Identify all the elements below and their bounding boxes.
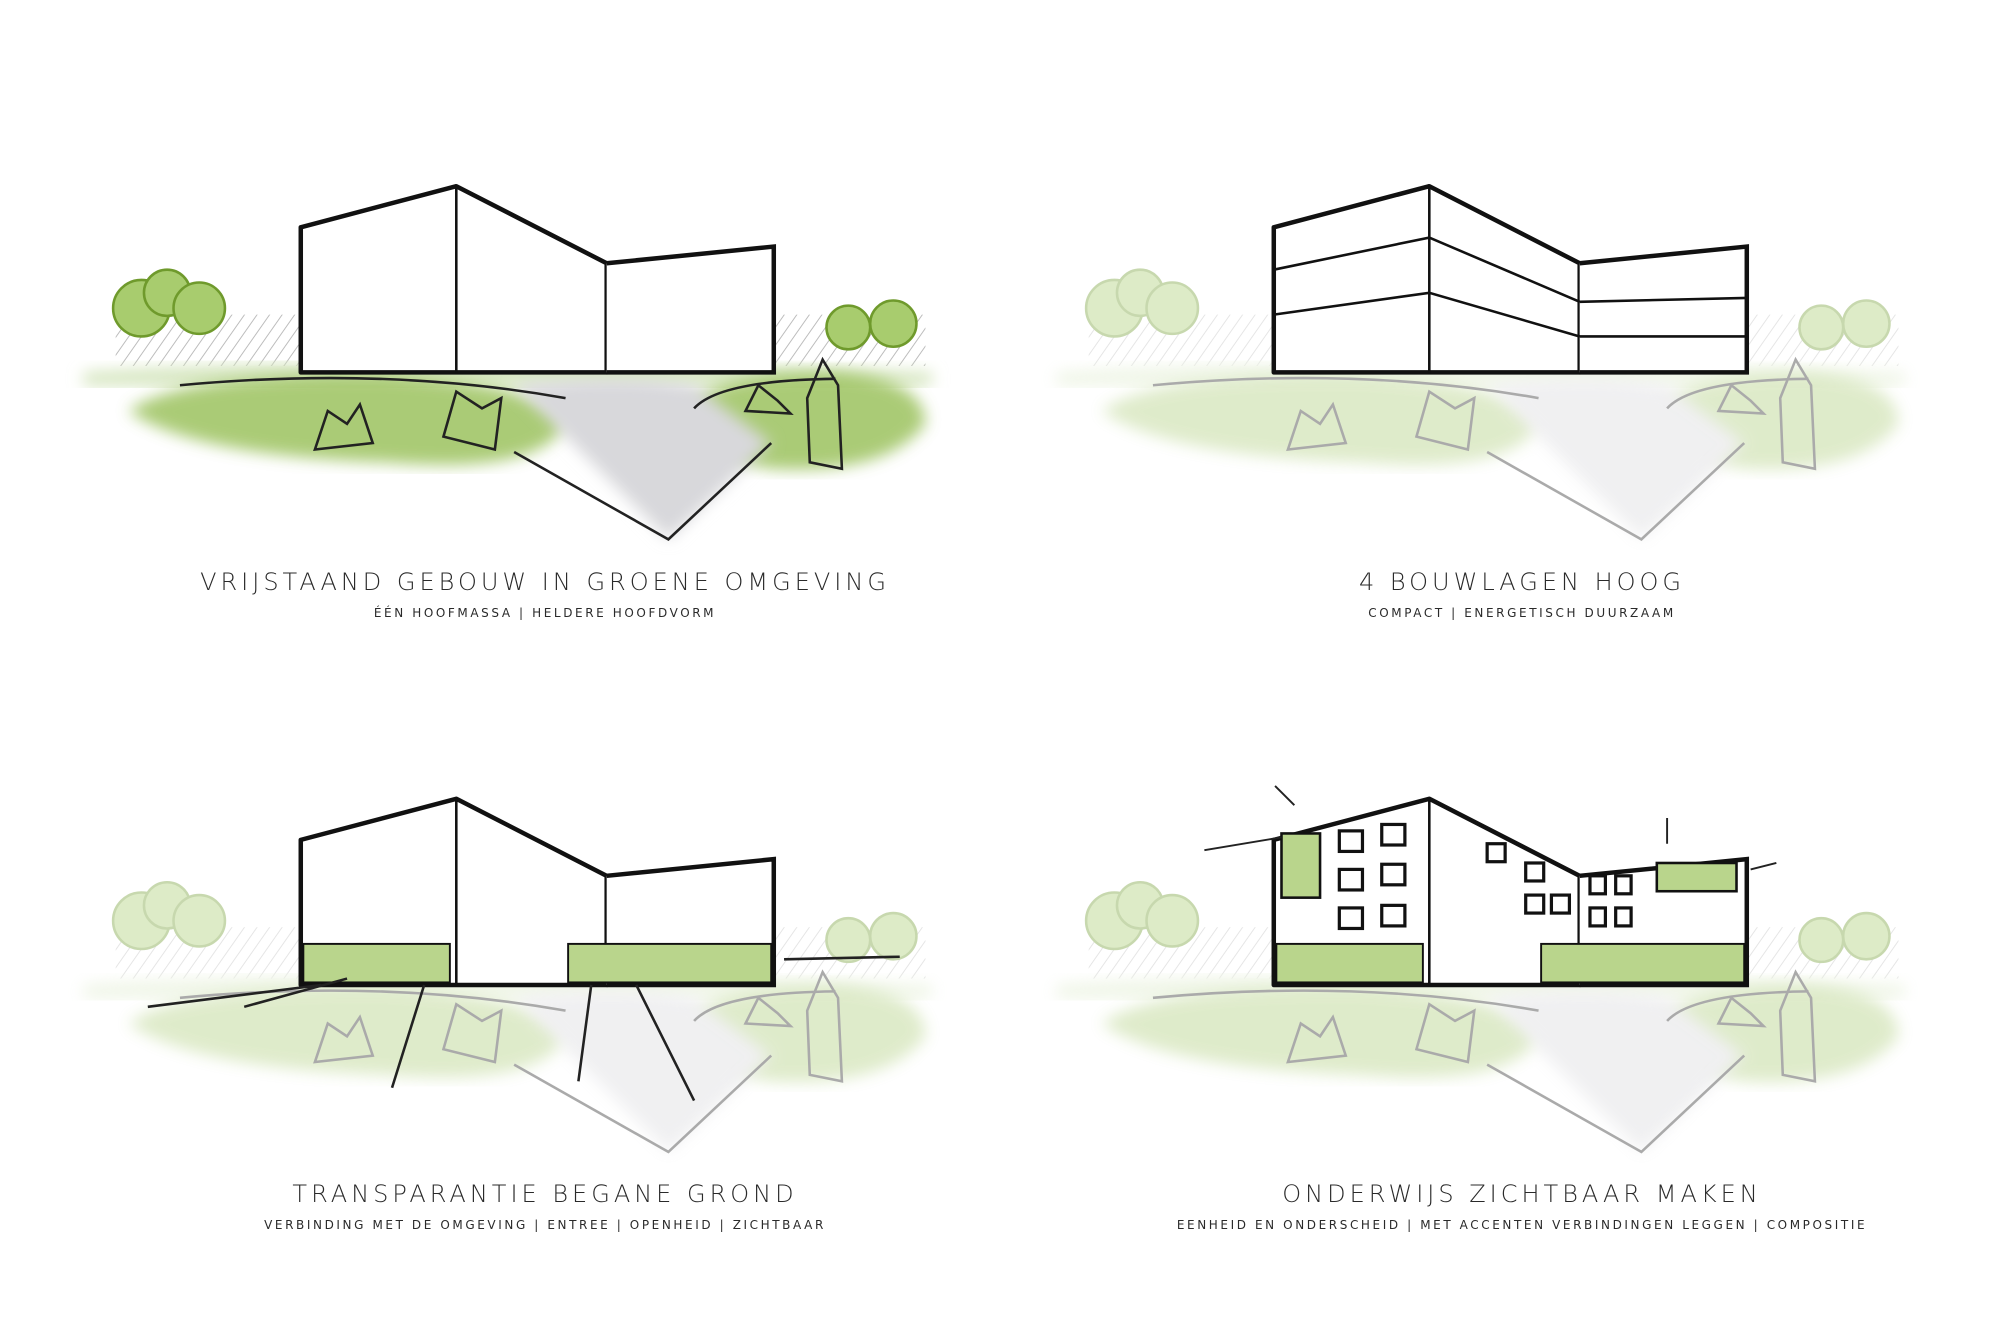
accent-rays — [1204, 785, 1777, 871]
caption-subtitle: ÉÉN HOOFMASSA | HELDERE HOOFDVORM — [373, 606, 717, 620]
caption-panel-4: ONDERWIJS ZICHTBAAR MAKEN EENHEID EN OND… — [1177, 1180, 1867, 1232]
panel-3-sketch — [84, 799, 932, 1152]
caption-panel-1: VRIJSTAAND GEBOUW IN GROENE OMGEVING ÉÉN… — [200, 568, 890, 620]
windows — [1337, 822, 1633, 931]
glazed-ground-floor-right — [567, 942, 773, 984]
caption-title: TRANSPARANTIE BEGANE GROND — [292, 1180, 798, 1208]
caption-subtitle: VERBINDING MET DE OMGEVING | ENTREE | OP… — [264, 1218, 826, 1232]
caption-subtitle: EENHEID EN ONDERSCHEID | MET ACCENTEN VE… — [1176, 1218, 1868, 1232]
glazed-ground-floor-left — [302, 942, 451, 984]
view-arrows — [147, 955, 900, 1102]
caption-panel-2: 4 BOUWLAGEN HOOG COMPACT | ENERGETISCH D… — [1359, 568, 1685, 620]
floor-lines — [1273, 236, 1747, 338]
caption-panel-3: TRANSPARANTIE BEGANE GROND VERBINDING ME… — [264, 1180, 826, 1232]
caption-title: ONDERWIJS ZICHTBAAR MAKEN — [1282, 1180, 1762, 1208]
panel-2-sketch — [1057, 186, 1905, 539]
caption-subtitle: COMPACT | ENERGETISCH DUURZAAM — [1368, 606, 1676, 620]
caption-title: 4 BOUWLAGEN HOOG — [1358, 568, 1686, 596]
panel-4-sketch — [1057, 785, 1905, 1152]
panel-1-sketch — [84, 186, 932, 539]
caption-title: VRIJSTAAND GEBOUW IN GROENE OMGEVING — [200, 568, 890, 596]
